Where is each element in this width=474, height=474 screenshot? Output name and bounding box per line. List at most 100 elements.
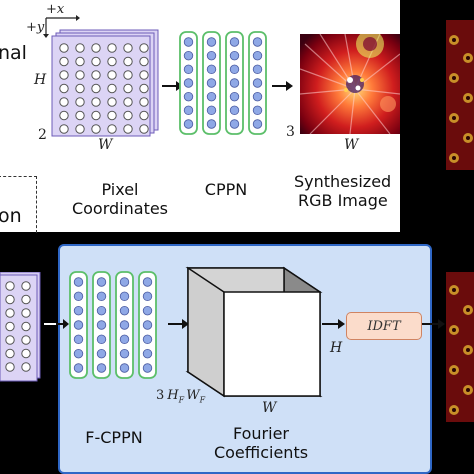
grid-dot [91,56,101,67]
neuron [252,119,263,129]
grid-dot [107,97,117,107]
grid-dot [91,97,101,107]
neuron [183,78,194,88]
neuron [96,305,107,316]
cube-depth-wf: W [186,388,200,403]
grid-dot [75,56,85,67]
grid-dot [5,308,15,318]
grid-dot [21,362,31,372]
fcppn-label: F-CPPN [85,428,143,447]
grid-dot [59,110,69,121]
grid-dot [75,70,85,80]
grid-dot [107,56,117,67]
cube-height-label: H [330,340,343,356]
neuron [252,78,263,88]
left-partial-label: nal [0,42,27,64]
grid-dot [59,70,69,80]
image-channels-label: 3 [286,124,295,140]
neuron [229,37,240,47]
grid-dot [107,110,117,121]
grid-dot [5,362,15,372]
axis-y-label: +y [26,20,45,35]
grid-dot [107,124,117,134]
grid-dot [123,97,133,107]
neuron [252,50,263,61]
fcppn-network [69,271,157,379]
cppn-network [179,31,267,135]
cppn-label: CPPN [204,180,248,199]
grid-dot [139,70,149,80]
image-width-label: W [344,137,359,153]
synthesized-line2: RGB Image [298,191,388,210]
neuron [73,320,84,330]
neuron [73,363,84,373]
grid-dot [75,83,85,94]
neuron [183,91,194,102]
neuron [183,37,194,47]
axis-arrows [43,15,80,38]
grid-dot [75,97,85,107]
arrow-panel-entry [56,319,69,329]
grid-dot [123,70,133,80]
grid-dot [75,43,85,53]
neuron [119,320,130,330]
grid-dot [91,83,101,94]
arrow-to-fourier [168,319,189,329]
neuron [119,348,130,359]
grid-dot [91,43,101,53]
neuron [252,64,263,75]
neuron [206,105,217,116]
grid-dot [139,97,149,107]
neuron [96,334,107,345]
neuron [142,334,153,345]
neuron [206,119,217,129]
grid-height-label: H [34,72,47,88]
fourier-line1: Fourier [232,424,289,443]
grid-dot [107,70,117,80]
right-fractal-bottom [446,272,474,422]
neuron [73,305,84,316]
neuron [206,37,217,47]
pixel-coordinate-grid-bottom [0,272,41,382]
grid-dot [139,110,149,121]
grid-dot [91,110,101,121]
cube-depth-wf-sub: F [199,395,206,405]
neuron [229,119,240,129]
neuron [96,320,107,330]
grid-dot [123,124,133,134]
arrow-from-idft [422,319,445,329]
neuron [119,305,130,316]
grid-dot [123,56,133,67]
fourier-line2: Coefficients [213,443,309,462]
grid-dot [139,43,149,53]
grid-dot [123,83,133,94]
synthesized-label: Synthesized RGB Image [294,172,414,210]
neuron [96,348,107,359]
neuron [206,50,217,61]
neuron [96,291,107,302]
neuron [252,37,263,47]
idft-box: IDFT [346,312,422,340]
grid-dot [59,83,69,94]
grid-dot [5,348,15,359]
cube-depth-hf-sub: F [178,395,185,405]
neuron [119,291,130,302]
pixel-coordinate-grid [51,29,159,137]
neuron [229,105,240,116]
grid-dot [139,83,149,94]
cube-depth-hf: H [167,388,179,403]
axis-x-label: +x [46,2,65,17]
neuron [142,320,153,330]
grid-dot [5,335,15,345]
grid-dot [21,308,31,318]
dashed-box [0,176,37,233]
arrow-to-image [272,81,293,91]
cube-width-label: W [262,400,277,416]
grid-dot [5,281,15,291]
pixel-coordinates-label: Pixel Coordinates [60,180,180,218]
grid-dot [107,83,117,94]
synthesized-line1: Synthesized [294,172,392,191]
neuron [206,78,217,88]
neuron [183,119,194,129]
